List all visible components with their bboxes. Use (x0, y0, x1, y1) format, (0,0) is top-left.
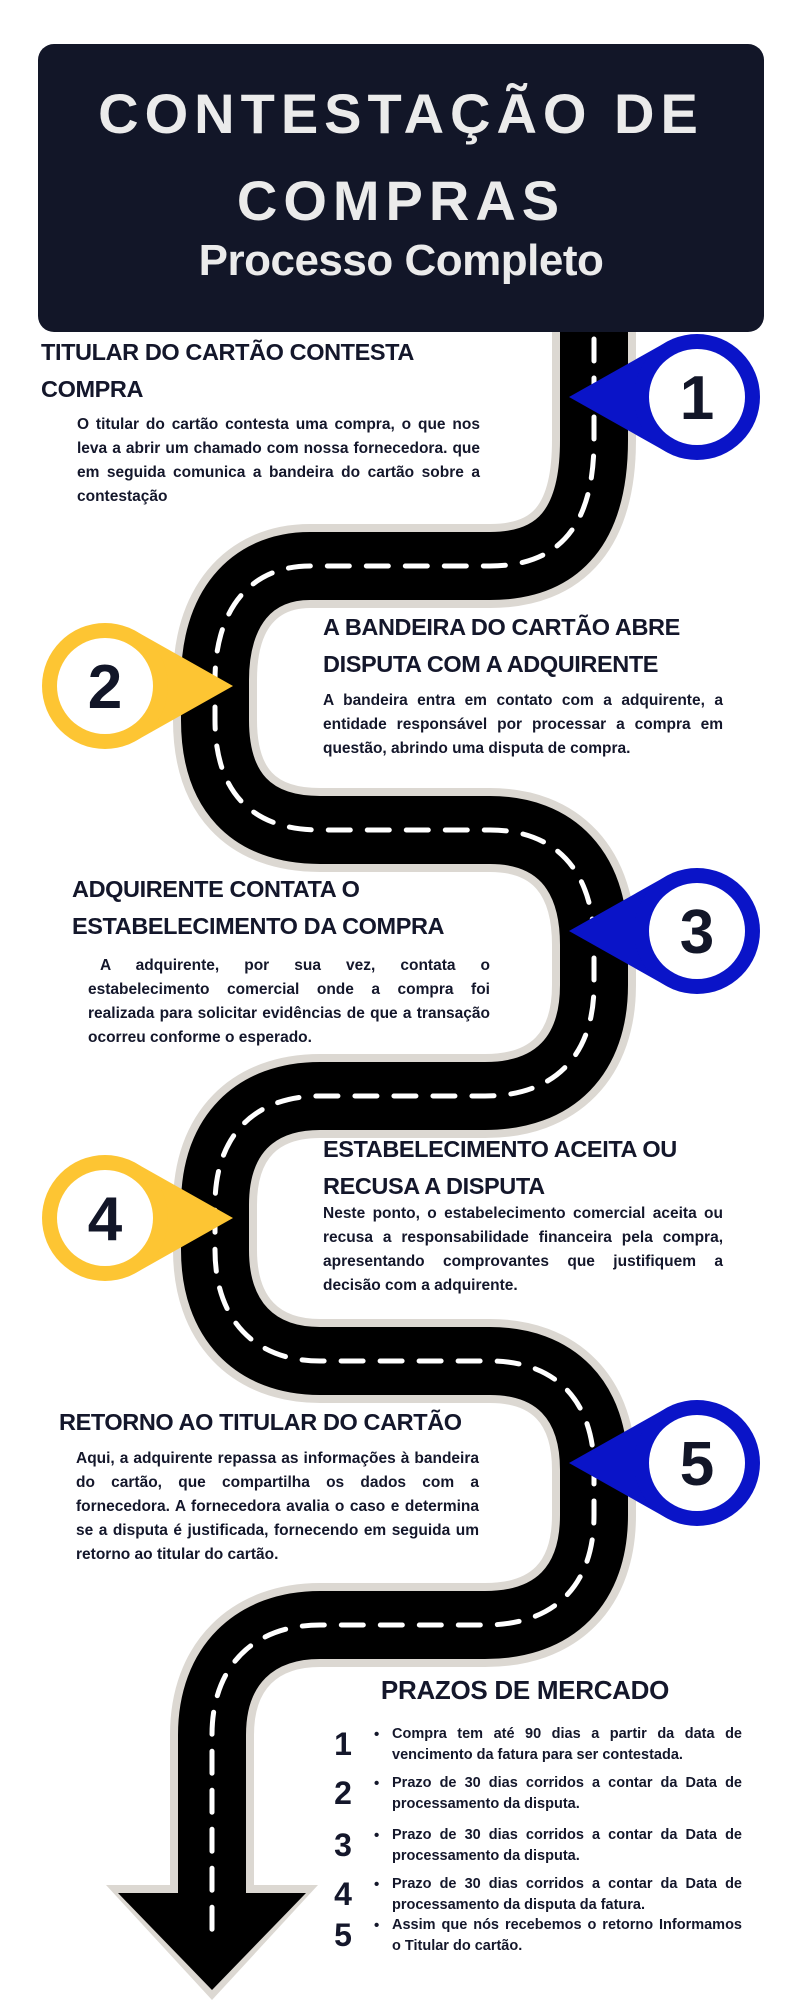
step-number: 4 (88, 1185, 123, 1254)
prazo-text: Prazo de 30 dias corridos a contar da Da… (392, 1827, 742, 1864)
header-banner: CONTESTAÇÃO DE COMPRAS Processo Completo (38, 44, 764, 332)
prazo-number: 4 (334, 1876, 352, 1912)
step-2-title: A BANDEIRA DO CARTÃO ABRE DISPUTA COM A … (323, 614, 680, 677)
page-title-line2: COMPRAS (236, 169, 566, 232)
prazo-text: Prazo de 30 dias corridos a contar da Da… (392, 1876, 742, 1913)
prazo-number: 1 (334, 1726, 352, 1762)
step-number: 2 (88, 653, 122, 722)
prazo-text: Compra tem até 90 dias a partir da data … (392, 1726, 742, 1763)
pin-center (649, 883, 745, 979)
step-5-pin: 5 (569, 1400, 760, 1526)
step-1-body: O titular do cartão contesta uma compra,… (77, 416, 480, 505)
step-5-title: RETORNO AO TITULAR DO CARTÃO (59, 1409, 462, 1435)
step-number: 3 (680, 898, 714, 967)
prazo-item-4: 4 • Prazo de 30 dias corridos a contar d… (330, 1874, 750, 1918)
pin-center (649, 349, 745, 445)
page-subtitle: Processo Completo (198, 236, 604, 285)
prazos-title: PRAZOS DE MERCADO (380, 1675, 670, 1705)
bullet-icon: • (374, 1876, 380, 1893)
road-arrow-icon (118, 1893, 306, 1990)
step-1-title: TITULAR DO CARTÃO CONTESTA COMPRA (41, 339, 414, 402)
bullet-icon: • (374, 1775, 380, 1792)
pin-center (57, 1170, 153, 1266)
prazo-text: Assim que nós recebemos o retorno Inform… (392, 1917, 742, 1954)
step-number: 1 (680, 364, 714, 433)
step-3-title: ADQUIRENTE CONTATA O ESTABELECIMENTO DA … (72, 876, 445, 939)
pin-center (649, 1415, 745, 1511)
step-5-body: Aqui, a adquirente repassa as informaçõe… (76, 1450, 479, 1563)
prazo-number: 2 (334, 1775, 352, 1811)
step-4-body: Neste ponto, o estabelecimento comercial… (323, 1205, 723, 1294)
prazo-text: Prazo de 30 dias corridos a contar da Da… (392, 1775, 742, 1812)
road-lane-markings (209, 297, 597, 1938)
step-number: 5 (680, 1430, 714, 1499)
bullet-icon: • (374, 1726, 380, 1743)
prazo-number: 5 (334, 1917, 352, 1953)
pin-center (57, 638, 153, 734)
step-4-pin: 4 (42, 1155, 233, 1281)
step-4-title: ESTABELECIMENTO ACEITA OU RECUSA A DISPU… (323, 1136, 677, 1199)
prazo-number: 3 (334, 1827, 352, 1863)
step-3-pin: 3 (569, 868, 760, 994)
prazo-item-2: 2 • Prazo de 30 dias corridos a contar d… (330, 1773, 750, 1817)
page-title-line1: CONTESTAÇÃO DE (98, 82, 704, 145)
prazo-item-1: 1 • Compra tem até 90 dias a partir da d… (330, 1724, 750, 1768)
bullet-icon: • (374, 1917, 380, 1934)
step-1-pin: 1 (569, 334, 760, 460)
step-3-body: A adquirente, por sua vez, contata o est… (88, 957, 490, 1046)
step-2-body: A bandeira entra em contato com a adquir… (323, 692, 723, 757)
step-2-pin: 2 (42, 623, 233, 749)
bullet-icon: • (374, 1827, 380, 1844)
prazo-item-3: 3 • Prazo de 30 dias corridos a contar d… (330, 1825, 750, 1869)
prazo-item-5: 5 • Assim que nós recebemos o retorno In… (330, 1915, 750, 1959)
